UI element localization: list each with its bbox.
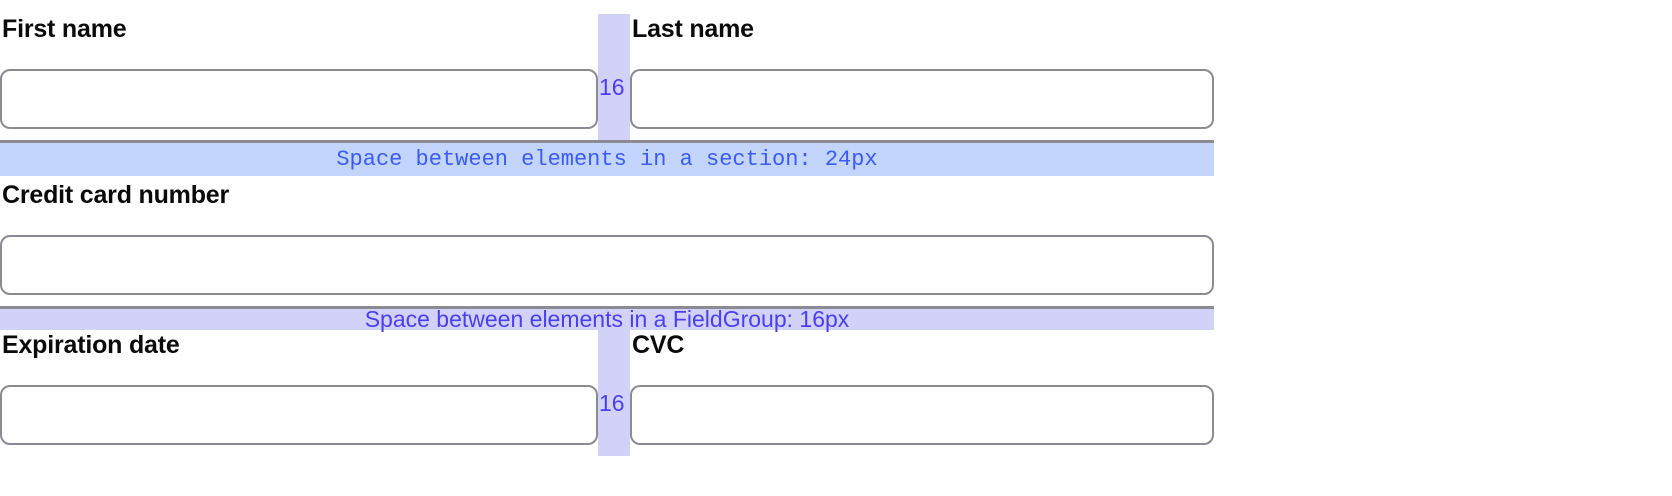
first-name-input[interactable] bbox=[0, 69, 598, 129]
credit-card-number-field: Credit card number bbox=[0, 180, 1214, 306]
section-spacing-annotation-bar: Space between elements in a section: 24p… bbox=[0, 140, 1214, 176]
name-row-gap-label: 16 bbox=[599, 74, 625, 100]
first-name-field: First name bbox=[0, 14, 598, 140]
expiry-cvc-row-gap-column: 16 bbox=[598, 330, 630, 456]
name-row: First name 16 Last name bbox=[0, 14, 1214, 140]
cvc-input[interactable] bbox=[630, 385, 1214, 445]
credit-card-number-input[interactable] bbox=[0, 235, 1214, 295]
last-name-field: Last name bbox=[630, 14, 1214, 140]
expiration-date-field: Expiration date bbox=[0, 330, 598, 456]
expiry-cvc-row-gap-label: 16 bbox=[599, 390, 625, 416]
last-name-input[interactable] bbox=[630, 69, 1214, 129]
first-name-label: First name bbox=[2, 15, 127, 43]
fieldgroup-spacing-annotation-text: Space between elements in a FieldGroup: … bbox=[364, 306, 850, 332]
expiry-cvc-row: Expiration date 16 CVC bbox=[0, 330, 1214, 456]
cvc-field: CVC bbox=[630, 330, 1214, 456]
expiration-date-label: Expiration date bbox=[2, 331, 180, 359]
expiration-date-input[interactable] bbox=[0, 385, 598, 445]
name-row-gap-column: 16 bbox=[598, 14, 630, 140]
credit-card-number-label: Credit card number bbox=[2, 181, 230, 209]
credit-card-row: Credit card number bbox=[0, 180, 1214, 306]
fieldgroup-spacing-annotation-bar: Space between elements in a FieldGroup: … bbox=[0, 306, 1214, 332]
last-name-label: Last name bbox=[632, 15, 754, 43]
cvc-label: CVC bbox=[632, 331, 685, 359]
section-spacing-annotation-text: Space between elements in a section: 24p… bbox=[336, 147, 878, 172]
